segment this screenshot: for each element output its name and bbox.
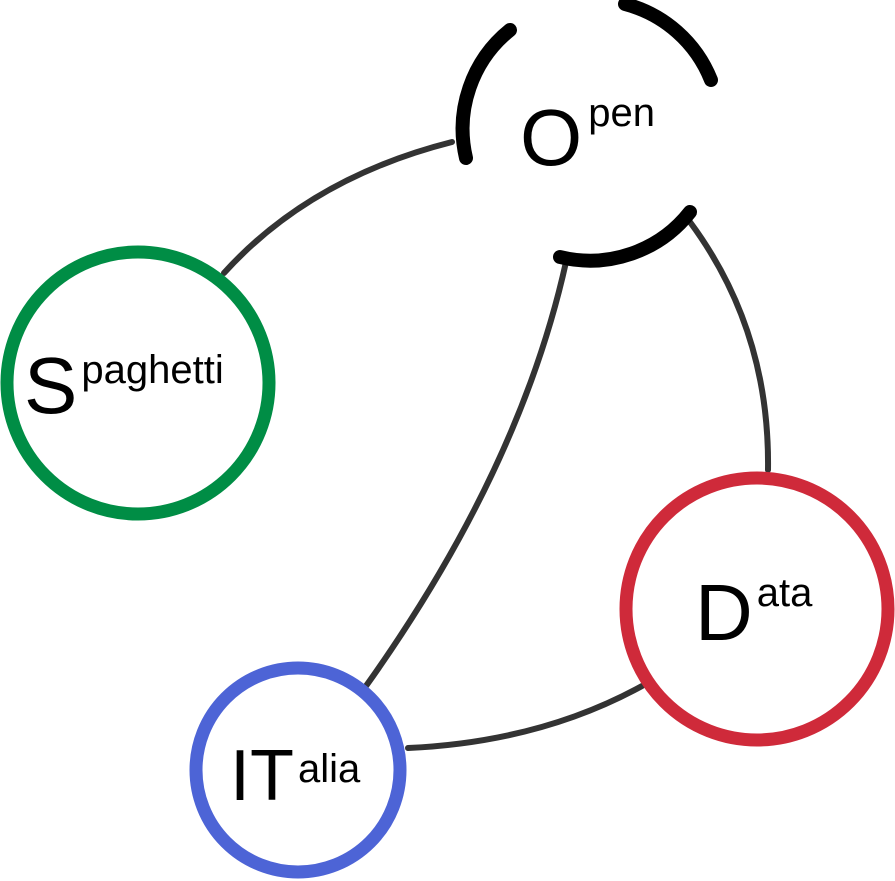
connector-italia-data — [405, 683, 645, 751]
italia-ring — [189, 661, 407, 879]
spaghetti-ring — [0, 245, 276, 521]
italia-label-initial: IT — [230, 736, 294, 816]
open-ring-arc-bottom — [553, 205, 697, 268]
open-label-initial: O — [520, 93, 582, 182]
spaghetti-label-initial: S — [24, 341, 77, 430]
open-ring — [455, 0, 718, 268]
data-label-rest: ata — [757, 571, 813, 615]
data-ring — [619, 471, 895, 747]
connector-open-data — [687, 219, 772, 473]
italia-label-rest: alia — [298, 747, 361, 791]
connector-open-italia — [363, 259, 569, 689]
connectors — [221, 139, 772, 751]
open-label-rest: pen — [588, 91, 655, 135]
open-ring-arc-left — [455, 23, 517, 165]
open-ring-arc-top — [618, 0, 718, 87]
spaghetti-label-rest: paghetti — [81, 348, 223, 392]
connector-open-spaghetti — [221, 139, 455, 276]
data-label-initial: D — [695, 568, 753, 657]
